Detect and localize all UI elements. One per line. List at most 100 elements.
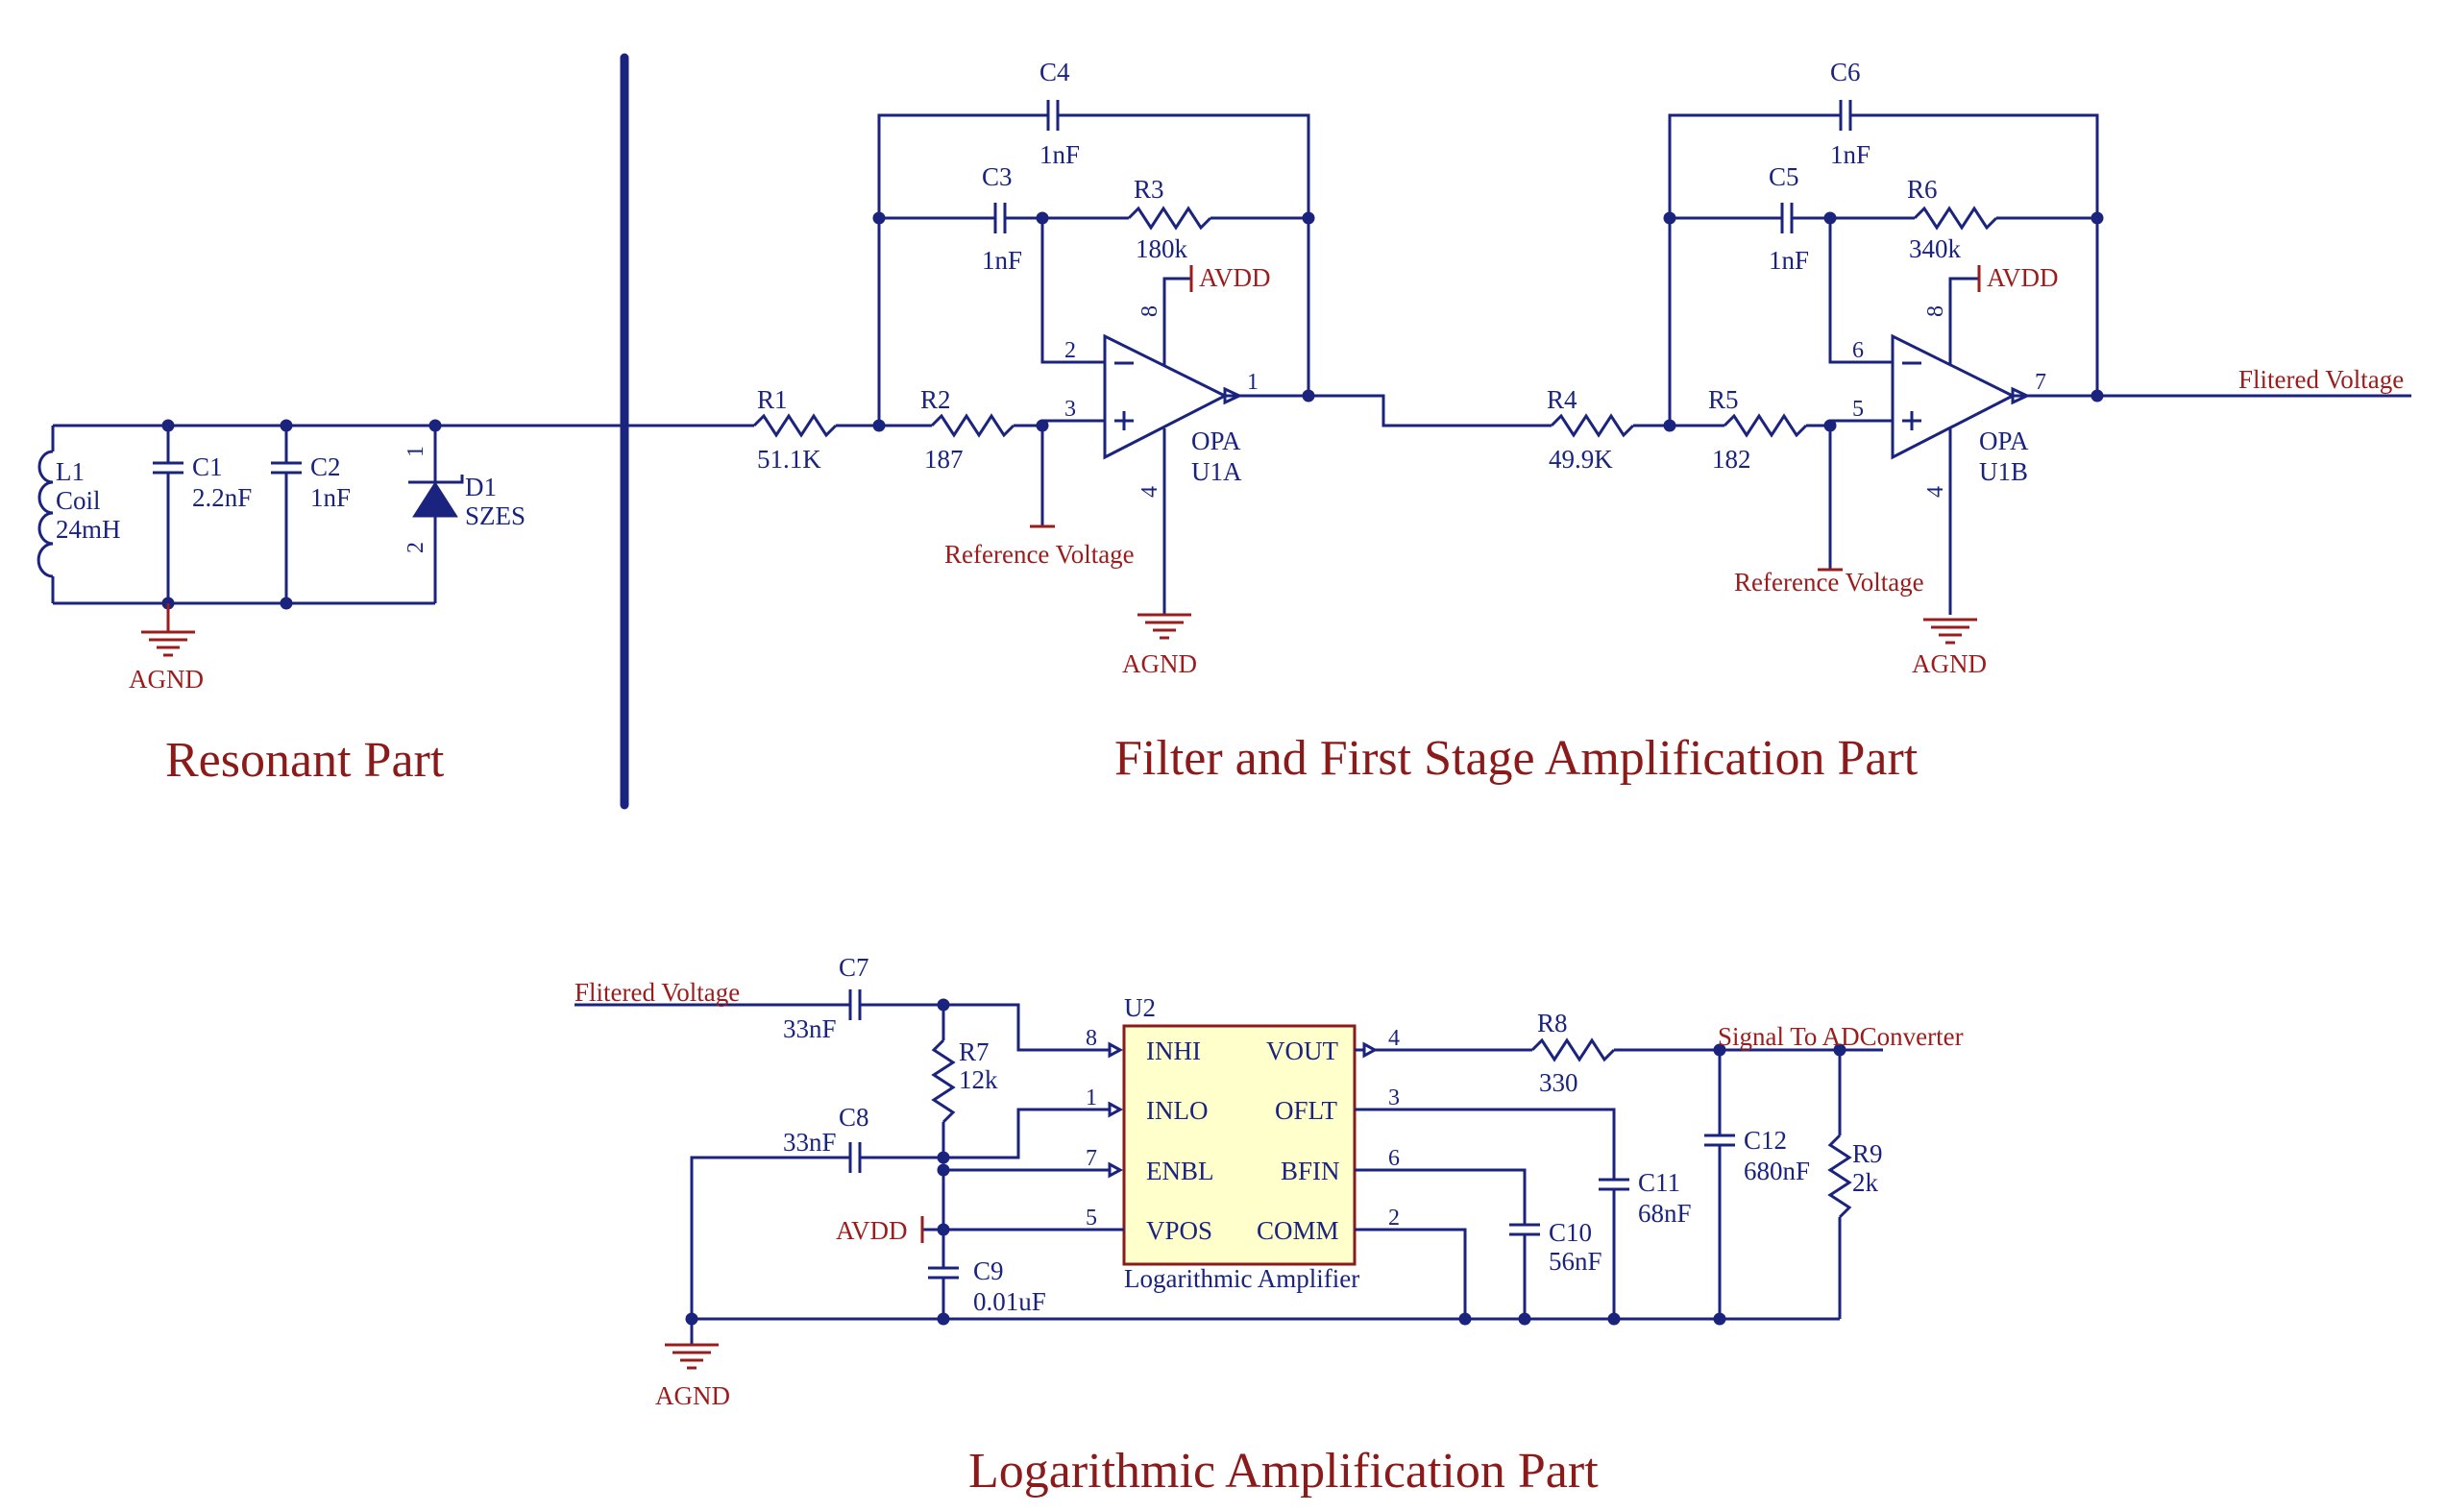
c11-ref: C11 — [1638, 1168, 1680, 1197]
resonant-part-title: Resonant Part — [165, 733, 445, 788]
c10-ref: C10 — [1549, 1218, 1592, 1247]
r2-value: 187 — [924, 445, 964, 474]
u1b-pin-out: 7 — [2035, 370, 2046, 395]
filter-part-title: Filter and First Stage Amplification Par… — [1114, 731, 1919, 786]
l1-ref: L1 — [56, 457, 85, 486]
resistor-r6 — [1913, 206, 1998, 231]
r4-ref: R4 — [1547, 385, 1577, 414]
u2-enbl: ENBL — [1146, 1157, 1214, 1185]
u2-pin2: 2 — [1388, 1206, 1400, 1231]
ref-voltage-label-1: Reference Voltage — [944, 540, 1135, 569]
r1-ref: R1 — [757, 385, 788, 414]
c4-ref: C4 — [1039, 58, 1070, 86]
u2-pin1: 1 — [1086, 1085, 1097, 1110]
resistor-r7 — [931, 1038, 956, 1124]
u2-oflt: OFLT — [1275, 1096, 1338, 1125]
c10-value: 56nF — [1549, 1247, 1602, 1276]
agnd-symbol-4 — [665, 1343, 719, 1370]
r8-value: 330 — [1539, 1068, 1578, 1097]
r5-ref: R5 — [1708, 385, 1739, 414]
c3-value: 1nF — [982, 246, 1022, 275]
r6-ref: R6 — [1907, 175, 1938, 204]
u2-inhi: INHI — [1146, 1036, 1201, 1065]
u2-pin7: 7 — [1086, 1146, 1097, 1171]
agnd-label-3: AGND — [1912, 649, 1987, 678]
c6-value: 1nF — [1830, 140, 1870, 169]
resonant-section — [37, 419, 624, 657]
d1-value: SZES — [465, 501, 526, 530]
u1b-pin-gnd: 4 — [1923, 486, 1948, 498]
r8-ref: R8 — [1537, 1009, 1568, 1037]
c9-ref: C9 — [973, 1256, 1004, 1285]
u1a-pin-pos: 3 — [1064, 397, 1076, 422]
c3-ref: C3 — [982, 162, 1013, 191]
avdd-label-2: AVDD — [1987, 263, 2059, 292]
r3-value: 180k — [1136, 234, 1188, 263]
resistor-r4 — [1550, 413, 1635, 438]
avdd-label-1: AVDD — [1199, 263, 1271, 292]
u2-ref: U2 — [1124, 993, 1156, 1022]
u1a-pin-vcc: 8 — [1137, 305, 1162, 317]
opamp-u1b — [1891, 333, 2017, 460]
u1a-pin-out: 1 — [1247, 370, 1259, 395]
r7-ref: R7 — [959, 1037, 990, 1066]
signal-to-adc-label: Signal To ADConverter — [1718, 1022, 1964, 1051]
agnd-symbol-1 — [141, 603, 195, 657]
capacitor-c1 — [153, 426, 183, 603]
u2-pin5: 5 — [1086, 1206, 1097, 1231]
c2-value: 1nF — [310, 483, 351, 512]
c6-ref: C6 — [1830, 58, 1861, 86]
u2-vpos: VPOS — [1146, 1216, 1212, 1245]
agnd-label-4: AGND — [655, 1381, 730, 1410]
c11-value: 68nF — [1638, 1199, 1692, 1228]
filtered-voltage-in-label: Flitered Voltage — [575, 978, 740, 1007]
filtered-voltage-out-label: Flitered Voltage — [2238, 365, 2404, 394]
l1-value: 24mH — [56, 515, 121, 544]
r7-value: 12k — [959, 1065, 998, 1094]
opamp-u1a — [1103, 333, 1229, 460]
r3-ref: R3 — [1134, 175, 1164, 204]
d1-pin1: 1 — [403, 446, 428, 457]
u1a-pin-gnd: 4 — [1137, 486, 1162, 498]
resistor-r8 — [1530, 1037, 1616, 1062]
agnd-label-2: AGND — [1122, 649, 1197, 678]
r4-value: 49.9K — [1549, 445, 1613, 474]
resistor-r5 — [1723, 413, 1808, 438]
c12-ref: C12 — [1744, 1126, 1787, 1155]
d1-ref: D1 — [465, 473, 497, 501]
c4-value: 1nF — [1039, 140, 1080, 169]
u1b-type: OPA — [1979, 427, 2029, 455]
resistor-r3 — [1127, 206, 1212, 231]
u1b-pin-neg: 6 — [1852, 338, 1864, 363]
u2-pin4: 4 — [1388, 1026, 1400, 1051]
u1b-pin-pos: 5 — [1852, 397, 1864, 422]
u1a-pin-neg: 2 — [1064, 338, 1076, 363]
u2-pin6: 6 — [1388, 1146, 1400, 1171]
agnd-symbol-2 — [1137, 613, 1191, 640]
capacitor-c2 — [271, 426, 302, 603]
inductor-l1 — [37, 450, 54, 578]
l1-name: Coil — [56, 486, 101, 515]
u2-comm: COMM — [1257, 1216, 1339, 1245]
u2-inlo: INLO — [1146, 1096, 1208, 1125]
r1-value: 51.1K — [757, 445, 821, 474]
u1a-ref: U1A — [1191, 457, 1242, 486]
u2-pin8: 8 — [1086, 1026, 1097, 1051]
u2-pin3: 3 — [1388, 1085, 1400, 1110]
resistor-r9 — [1827, 1134, 1852, 1219]
ref-voltage-label-2: Reference Voltage — [1734, 568, 1924, 597]
r5-value: 182 — [1712, 445, 1751, 474]
c1-value: 2.2nF — [192, 483, 252, 512]
u1a-type: OPA — [1191, 427, 1241, 455]
c5-value: 1nF — [1769, 246, 1809, 275]
c7-value: 33nF — [783, 1014, 837, 1043]
c9-value: 0.01uF — [973, 1287, 1046, 1316]
c2-ref: C2 — [310, 452, 341, 481]
u2-desc: Logarithmic Amplifier — [1124, 1264, 1359, 1293]
log-section — [575, 989, 1883, 1370]
d1-pin2: 2 — [403, 542, 428, 553]
log-part-title: Logarithmic Amplification Part — [968, 1444, 1599, 1499]
filter-stage-1 — [624, 100, 1552, 640]
c5-ref: C5 — [1769, 162, 1799, 191]
r9-value: 2k — [1852, 1168, 1879, 1197]
